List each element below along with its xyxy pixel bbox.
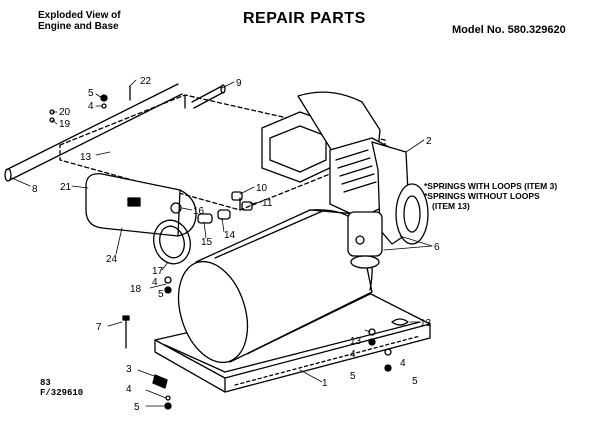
page-title: REPAIR PARTS xyxy=(243,10,366,27)
callout-11: 11 xyxy=(262,198,273,209)
handle-rod xyxy=(4,83,183,182)
callout-5: 5 xyxy=(134,402,140,413)
subtitle-line-1: Exploded View of xyxy=(38,10,121,21)
diagram-subtitle: Exploded View of Engine and Base xyxy=(38,10,158,32)
base-frame xyxy=(154,291,431,393)
callout-4: 4 xyxy=(350,349,356,360)
hardware xyxy=(49,94,409,410)
callout-15: 15 xyxy=(201,237,213,248)
callout-13: 13 xyxy=(350,336,362,347)
callout-10: 10 xyxy=(256,183,268,194)
callout-1: 1 xyxy=(322,378,328,389)
callout-6: 6 xyxy=(434,242,440,253)
reference-line-2: F/329610 xyxy=(40,388,84,398)
callout-5: 5 xyxy=(350,371,356,382)
callout-8: 8 xyxy=(32,184,38,195)
callout-7: 7 xyxy=(96,322,102,333)
callout-16: 16 xyxy=(193,206,205,217)
callout-22: 22 xyxy=(140,76,152,87)
subtitle-line-2: Engine and Base xyxy=(38,21,119,32)
note-line-2: *SPRINGS WITHOUT LOOPS xyxy=(424,191,540,201)
note-line-1: *SPRINGS WITH LOOPS (ITEM 3) xyxy=(424,181,558,191)
callout-19: 19 xyxy=(59,119,71,130)
leader-lines xyxy=(11,79,433,407)
air-tank xyxy=(177,209,373,364)
flywheel-ring xyxy=(153,219,191,265)
callout-5: 5 xyxy=(88,88,94,99)
callout-5: 5 xyxy=(412,376,418,387)
handle-grip xyxy=(191,84,226,109)
fittings xyxy=(170,191,253,224)
callout-18: 18 xyxy=(130,284,142,295)
callout-20: 20 xyxy=(59,107,71,118)
callout-14: 14 xyxy=(224,230,236,241)
drawing-reference: 83 F/329610 xyxy=(40,378,83,398)
callout-4: 4 xyxy=(88,101,94,112)
callout-24: 24 xyxy=(106,254,118,265)
callout-21: 21 xyxy=(60,182,72,193)
callout-4: 4 xyxy=(126,384,132,395)
callout-13: 13 xyxy=(80,152,92,163)
callout-3: 3 xyxy=(126,364,132,375)
callout-4: 4 xyxy=(152,277,158,288)
note-line-3: (ITEM 13) xyxy=(432,201,470,211)
callout-2: 2 xyxy=(426,136,432,147)
reference-line-1: 83 xyxy=(40,378,51,388)
callout-9: 9 xyxy=(236,78,242,89)
callout-4: 4 xyxy=(400,358,406,369)
model-number: Model No. 580.329620 xyxy=(452,24,566,36)
callout-17: 17 xyxy=(152,266,164,277)
callout-13: 13 xyxy=(420,318,432,329)
spring-notes: *SPRINGS WITH LOOPS (ITEM 3) *SPRINGS WI… xyxy=(424,181,557,211)
compressor-pump xyxy=(347,211,383,269)
callout-5: 5 xyxy=(158,289,164,300)
